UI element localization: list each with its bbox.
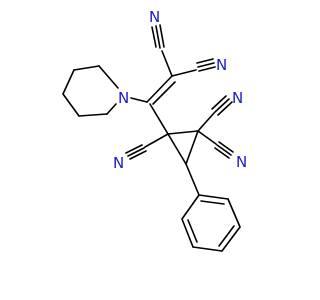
cyclopropane-ring bbox=[167, 130, 199, 165]
triple-bond-line bbox=[218, 141, 234, 153]
dicyano-group bbox=[151, 24, 216, 77]
triple-bond-line bbox=[155, 25, 161, 49]
bond-n-vinyl bbox=[130, 97, 148, 103]
bond bbox=[152, 81, 176, 105]
aromatic-inner-bond bbox=[187, 219, 198, 243]
bond bbox=[78, 113, 108, 117]
phenyl-ring bbox=[181, 194, 241, 252]
bond bbox=[192, 246, 223, 252]
triple-bond-line bbox=[217, 101, 233, 116]
triple-bond-line bbox=[214, 98, 230, 113]
bond-vinyl-cyclopropane bbox=[149, 103, 169, 135]
bond bbox=[62, 93, 80, 117]
bond bbox=[227, 198, 241, 228]
nitrile-n3-label: N bbox=[232, 89, 243, 107]
piperidine-n-label: N bbox=[118, 89, 129, 107]
molecule-canvas: N N N N N N bbox=[62, 8, 247, 252]
triple-bond-line bbox=[151, 26, 157, 48]
triple-bond-line bbox=[197, 62, 215, 68]
bond bbox=[146, 75, 173, 103]
triple-bond-line bbox=[214, 147, 230, 159]
triple-bond-line bbox=[216, 144, 232, 156]
aromatic-inner-bond bbox=[218, 225, 235, 247]
triple-bond-line bbox=[127, 147, 145, 157]
bond-cyclopropane-phenyl bbox=[185, 163, 200, 196]
bond bbox=[73, 65, 100, 71]
nitrile-group-lower-right bbox=[197, 130, 234, 159]
nitrile-n4-label: N bbox=[113, 154, 124, 172]
nitrile-group-upper-right bbox=[197, 95, 233, 132]
bond bbox=[181, 218, 194, 248]
triple-bond-line bbox=[211, 95, 227, 110]
structure-diagram: N N N N N N bbox=[62, 8, 247, 252]
nitrile-group-left bbox=[125, 133, 169, 160]
bond bbox=[197, 112, 215, 132]
triple-bond-line bbox=[129, 150, 147, 160]
triple-bond-line bbox=[125, 144, 143, 154]
bond bbox=[185, 130, 199, 165]
piperidine-ring bbox=[62, 65, 119, 117]
bond bbox=[62, 69, 75, 95]
alkene-double-bond bbox=[146, 75, 176, 105]
nitrile-n2-label: N bbox=[216, 56, 227, 74]
bond bbox=[181, 194, 200, 220]
nitrile-n5-label: N bbox=[236, 153, 247, 171]
bond bbox=[161, 50, 173, 77]
bond bbox=[167, 130, 199, 135]
bond bbox=[167, 133, 187, 165]
triple-bond-line bbox=[196, 58, 214, 64]
bond bbox=[144, 133, 169, 148]
aromatic-inner-bond bbox=[200, 200, 225, 205]
triple-bond-line bbox=[159, 24, 165, 48]
bond bbox=[197, 130, 217, 145]
triple-bond-line bbox=[198, 66, 216, 72]
bond bbox=[106, 103, 117, 115]
bond bbox=[98, 65, 119, 89]
nitrile-n1-label: N bbox=[149, 8, 160, 26]
bond bbox=[171, 69, 197, 77]
bond bbox=[221, 226, 241, 252]
bond bbox=[198, 194, 229, 200]
